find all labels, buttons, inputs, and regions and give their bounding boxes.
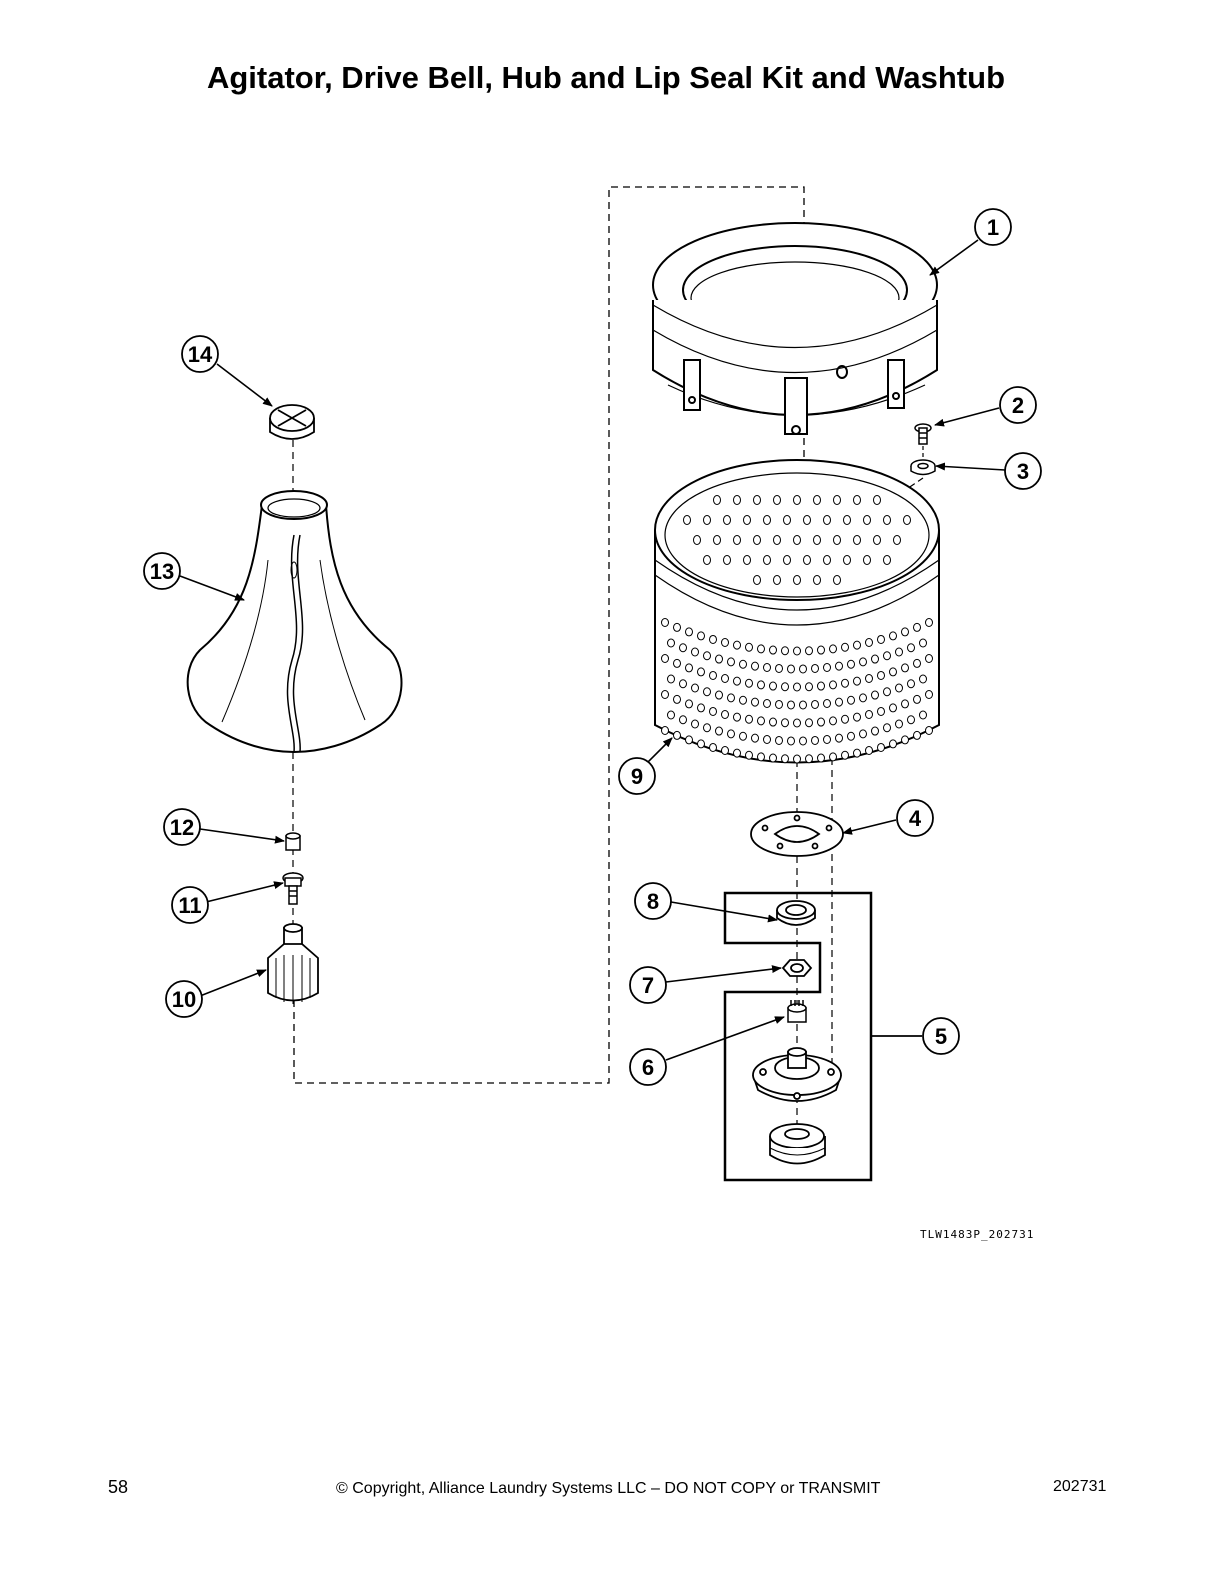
hub-flange	[750, 811, 844, 857]
callout-10: 10	[172, 987, 196, 1012]
leader-2	[934, 407, 1000, 427]
callout-14: 14	[188, 342, 213, 367]
leader-11	[205, 881, 284, 903]
callout-8: 8	[647, 889, 659, 914]
drive-bell	[769, 1123, 826, 1165]
screw	[914, 423, 932, 445]
callout-14-circle	[181, 335, 219, 373]
callout-6-circle	[629, 1048, 667, 1086]
callout-8-circle	[634, 882, 672, 920]
washtub-basket	[654, 459, 940, 764]
callout-3: 3	[1017, 459, 1029, 484]
callout-2-circle	[999, 386, 1037, 424]
callout-3-circle	[1004, 452, 1042, 490]
callout-5: 5	[935, 1024, 947, 1049]
leader-7	[665, 965, 782, 983]
leader-8	[670, 901, 778, 923]
leader-1	[929, 239, 979, 276]
bushing	[787, 1000, 807, 1023]
leader-12	[199, 828, 285, 844]
page-number: 58	[108, 1477, 129, 1497]
leader-3	[935, 462, 1006, 471]
callout-4-circle	[896, 799, 934, 837]
page-title: Agitator, Drive Bell, Hub and Lip Seal K…	[206, 60, 1006, 95]
callout-4: 4	[909, 806, 922, 831]
figure-code: TLW1483P_202731	[920, 1228, 1035, 1241]
callout-11-circle	[171, 886, 209, 924]
callout-10-circle	[165, 980, 203, 1018]
callout-6: 6	[642, 1055, 654, 1080]
hex-nut	[781, 959, 813, 977]
washer	[910, 459, 936, 476]
callout-9: 9	[631, 764, 643, 789]
callout-13-circle	[143, 552, 181, 590]
callout-7: 7	[642, 973, 654, 998]
drive-hub	[752, 1047, 842, 1102]
lip-seal	[776, 900, 816, 926]
leader-6	[665, 1016, 785, 1061]
callout-2: 2	[1012, 393, 1024, 418]
agitator-body	[186, 490, 403, 754]
callout-5-circle	[922, 1017, 960, 1055]
agitator-cap	[269, 404, 315, 440]
callout-7-circle	[629, 966, 667, 1004]
callout-11: 11	[178, 893, 201, 918]
copyright-notice: © Copyright, Alliance Laundry Systems LL…	[336, 1480, 881, 1497]
leader-14	[216, 363, 273, 407]
leader-13	[179, 575, 245, 601]
callout-13: 13	[150, 559, 174, 584]
callout-9-circle	[618, 757, 656, 795]
agitator-bolt	[282, 872, 304, 905]
agitator-bushing	[285, 832, 301, 851]
callout-1: 1	[987, 215, 999, 240]
leader-4	[842, 819, 897, 835]
leader-9	[645, 737, 673, 765]
agitator-coupling	[267, 923, 319, 1004]
leader-10	[199, 969, 267, 997]
callout-12-circle	[163, 808, 201, 846]
callout-1-circle	[974, 208, 1012, 246]
callout-12: 12	[170, 815, 194, 840]
balance-ring	[652, 222, 938, 435]
kit-bracket	[723, 891, 873, 1182]
document-number: 202731	[1053, 1478, 1107, 1495]
